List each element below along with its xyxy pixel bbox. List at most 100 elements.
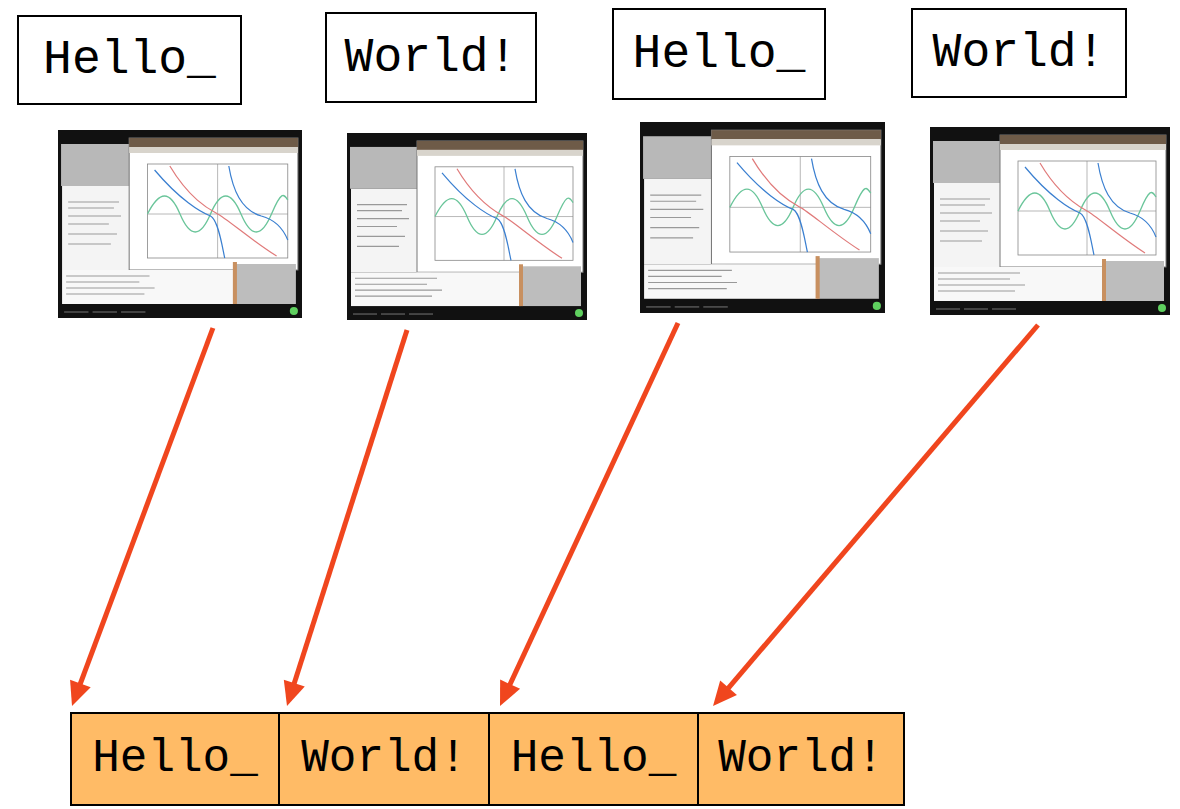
- thumbnail-part: [711, 130, 880, 139]
- thumbnail-part: [1025, 163, 1156, 255]
- string-label-box: Hello_: [17, 15, 242, 105]
- thumbnail-part: [650, 195, 703, 238]
- thumbnail-part: [648, 288, 727, 289]
- thumbnail-part: [1000, 135, 1166, 144]
- array-cell: Hello_: [488, 712, 699, 806]
- thumbnail-part: [650, 217, 691, 218]
- arrow-connector: [713, 325, 1038, 706]
- thumbnail-part: [940, 220, 980, 221]
- array-cell: World!: [278, 712, 490, 806]
- thumbnail-part: [355, 284, 427, 285]
- thumbnail-part: [936, 308, 960, 310]
- thumbnail-part: [938, 284, 1025, 285]
- thumbnail-part: [357, 226, 397, 227]
- thumbnail-part: [350, 147, 420, 189]
- thumbnail-part: [355, 296, 432, 297]
- array-cell: Hello_: [70, 712, 280, 806]
- thumbnail-part: [646, 306, 671, 308]
- arrow-connector: [500, 323, 678, 706]
- thumbnail-part: [711, 130, 880, 264]
- thumbnail-part: [58, 130, 302, 318]
- thumbnail-part: [940, 198, 990, 199]
- cell-text: World!: [301, 733, 467, 785]
- thumbnail-part: [435, 167, 573, 261]
- thumbnail-part: [129, 138, 298, 147]
- thumbnail-part: [68, 243, 111, 244]
- thumbnail-part: [675, 306, 700, 308]
- screen-panel: Hello_: [58, 130, 302, 318]
- thumbnail-part: [68, 201, 119, 202]
- thumbnail-part: [648, 270, 737, 288]
- thumbnail-part: [409, 313, 433, 314]
- thumbnail-part: [93, 311, 117, 313]
- thumbnail-part: [170, 166, 277, 256]
- array-cell: World!: [697, 712, 905, 806]
- thumbnail-part: [129, 138, 298, 270]
- thumbnail-part: [521, 266, 581, 306]
- thumbnail-part: [357, 218, 409, 219]
- string-label: Hello_: [43, 33, 216, 87]
- thumbnail-part: [934, 267, 1104, 301]
- thumbnail-part: [68, 233, 117, 234]
- thumbnail-part: [936, 308, 1016, 310]
- thumbnail-part: [62, 270, 235, 304]
- thumbnail-part: [66, 275, 149, 276]
- thumbnail-part: [650, 201, 696, 202]
- thumbnail-part: [68, 207, 114, 208]
- thumbnail-part: [940, 212, 992, 213]
- thumbnail-part: [457, 169, 562, 259]
- thumbnail-part: [818, 258, 879, 299]
- string-label: World!: [345, 31, 518, 85]
- thumbnail-part: [68, 215, 121, 216]
- thumbnail-part: [940, 199, 992, 241]
- screen-thumbnail: [347, 133, 587, 320]
- thumbnail-part: [519, 264, 523, 306]
- thumbnail-part: [940, 230, 988, 231]
- thumbnail-part: [357, 210, 402, 211]
- thumbnail-part: [873, 302, 881, 310]
- thumbnail-part: [644, 264, 818, 299]
- thumbnail-part: [648, 276, 722, 277]
- thumbnail-part: [353, 313, 433, 314]
- thumbnail-part: [147, 164, 287, 258]
- thumbnail-part: [1000, 144, 1166, 150]
- thumbnail-part: [64, 311, 88, 313]
- thumbnail-part: [66, 281, 139, 282]
- thumbnail-part: [648, 282, 737, 283]
- thumbnail-part: [290, 307, 298, 315]
- screen-thumbnail: [58, 130, 302, 318]
- thumbnail-part: [640, 122, 885, 313]
- thumbnail-part: [68, 202, 121, 244]
- thumbnail-part: [930, 127, 1170, 315]
- thumbnail-part: [66, 293, 144, 294]
- thumbnail-part: [940, 204, 985, 205]
- arrow-line: [80, 328, 213, 685]
- thumbnail-part: [1102, 259, 1106, 301]
- thumbnail-part: [1158, 304, 1166, 312]
- cell-text: Hello_: [511, 733, 677, 785]
- thumbnail-part: [351, 272, 521, 306]
- thumbnail-part: [938, 273, 1025, 291]
- thumbnail-part: [357, 205, 409, 247]
- thumbnail-part: [1087, 161, 1088, 255]
- thumbnail-part: [940, 240, 982, 241]
- thumbnail-part: [643, 136, 714, 179]
- thumbnail-part: [355, 278, 437, 279]
- string-label: Hello_: [633, 27, 806, 81]
- thumbnail-part: [703, 306, 728, 308]
- thumbnail-part: [417, 150, 583, 156]
- thumbnail-part: [442, 169, 573, 261]
- thumbnail-part: [752, 159, 859, 250]
- screen-panel: World!: [930, 127, 1170, 315]
- thumbnail-part: [648, 270, 732, 271]
- string-label-box: World!: [325, 12, 537, 103]
- thumbnail-part: [68, 223, 109, 224]
- arrow-head: [284, 680, 305, 706]
- screen-panel: Hello_: [640, 122, 885, 313]
- thumbnail-part: [357, 236, 405, 237]
- thumbnail-part: [357, 246, 399, 247]
- thumbnail-part: [1000, 135, 1166, 267]
- arrow-connector: [70, 328, 213, 706]
- thumbnail-part: [992, 308, 1016, 310]
